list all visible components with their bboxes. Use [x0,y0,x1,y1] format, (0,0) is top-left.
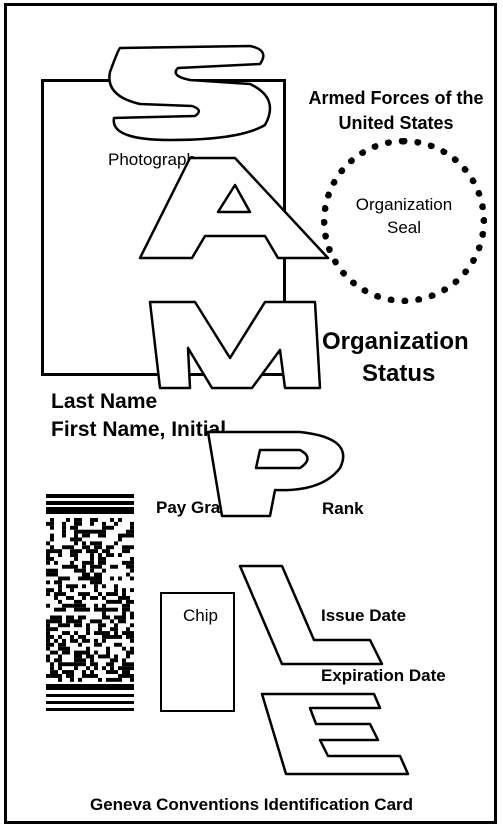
agency-line-1: Armed Forces of the [308,88,484,108]
chip-label: Chip [183,606,218,625]
expiration-date-label: Expiration Date [321,666,446,685]
barcode-2d [46,494,134,711]
organization-status: Organization Status [322,326,469,390]
last-name: Last Name [51,390,158,413]
photograph-box [41,79,286,376]
seal-line-2: Seal [386,218,422,237]
issue-date-label: Issue Date [321,606,407,625]
chip-box [160,592,235,712]
rank-label: Rank [322,499,364,518]
photograph-label: Photograph [108,150,196,169]
org-status-line-2: Status [362,360,436,387]
issuing-agency: Armed Forces of the United States [290,86,502,136]
pay-grade-label: Pay Grade [156,498,241,517]
card-footer-title: Geneva Conventions Identification Card [89,795,414,814]
agency-line-2: United States [338,113,454,133]
organization-seal-label: Organization Seal [321,193,487,239]
org-status-line-1: Organization [322,328,469,355]
first-name-initial: First Name, Initial [51,418,227,441]
seal-line-1: Organization [355,195,453,214]
